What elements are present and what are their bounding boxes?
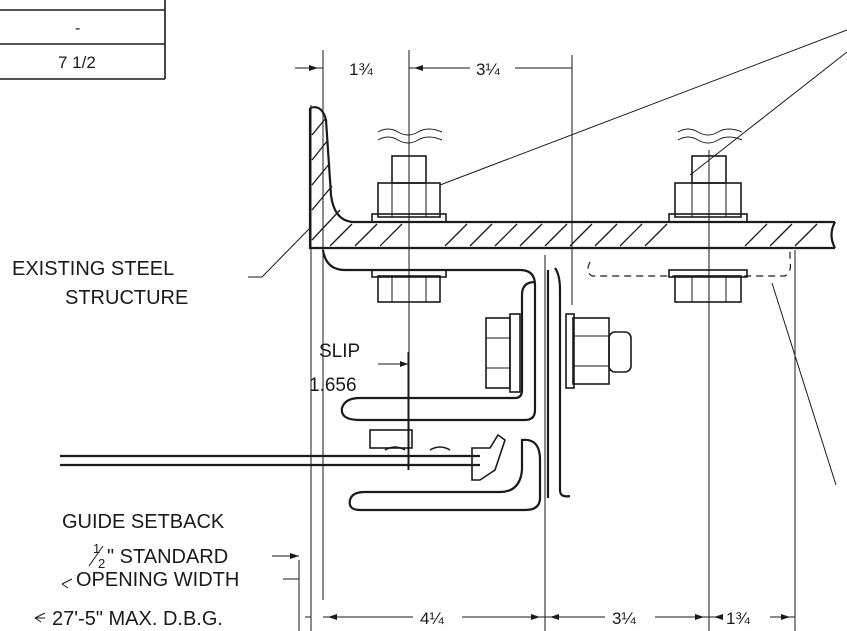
dim-bottom-b: 3¼ <box>612 609 636 628</box>
hidden-clip-outline <box>587 250 792 277</box>
existing-steel-angle <box>308 106 836 250</box>
opening-width-label: OPENING WIDTH <box>76 569 239 591</box>
bolt-middle <box>485 313 632 393</box>
opening-width: OPENING WIDTH <box>61 568 300 591</box>
svg-text:2: 2 <box>98 556 105 571</box>
dim-top-left: 1¾ <box>349 60 373 79</box>
leader-lines <box>439 29 847 486</box>
existing-steel-leader <box>248 227 311 278</box>
svg-text:1: 1 <box>93 541 100 556</box>
slip-dimension: SLIP 1.656 <box>309 341 409 470</box>
standard-label: 1 2 " STANDARD <box>88 541 299 571</box>
door-panel <box>60 429 506 481</box>
dim-bottom-c: 1¾ <box>726 609 750 628</box>
existing-steel-label-2: STRUCTURE <box>65 287 188 309</box>
standard-text: " STANDARD <box>107 546 228 568</box>
bottom-dimension: 27'-5" MAX. D.B.G. 4¼ 3¼ 1¾ <box>34 608 795 630</box>
dim-bottom-a: 4¼ <box>420 609 444 628</box>
table-row-mid: - <box>75 20 80 37</box>
top-dimension: 1¾ 3¼ <box>295 60 572 79</box>
bracket-clip <box>321 249 571 512</box>
spec-table: - 7 1/2 <box>0 0 166 80</box>
slip-title: SLIP <box>319 341 360 362</box>
bolt-left <box>371 128 447 303</box>
dim-top-right: 3¼ <box>476 60 500 79</box>
existing-steel-label-1: EXISTING STEEL <box>12 258 174 280</box>
guide-setback-label: GUIDE SETBACK <box>62 511 225 533</box>
slip-value: 1.656 <box>309 375 357 396</box>
table-row-bottom: 7 1/2 <box>58 53 96 72</box>
bolt-right <box>668 128 748 303</box>
max-dbg-label: 27'-5" MAX. D.B.G. <box>52 608 223 630</box>
